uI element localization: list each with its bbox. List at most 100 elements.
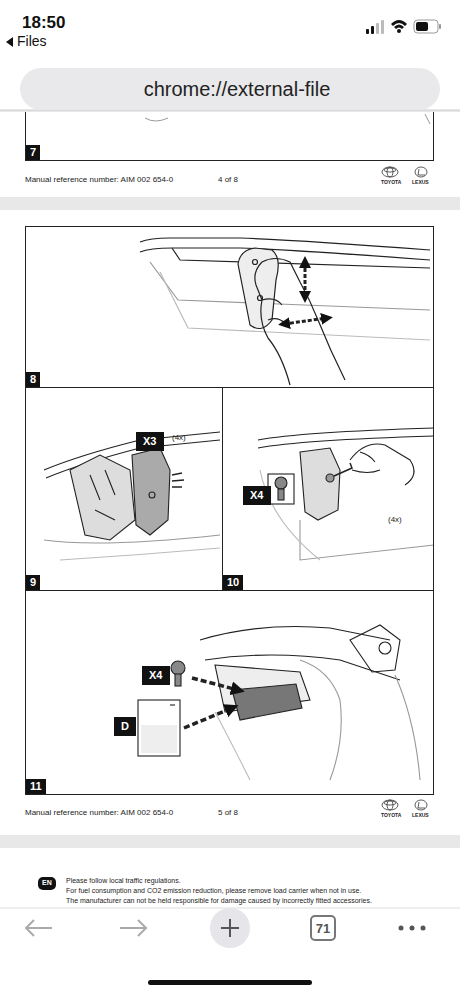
back-link: Files xyxy=(17,34,47,49)
foot-cover-figure-part xyxy=(132,448,170,535)
foot-cover-figure-part xyxy=(60,548,220,560)
step-panel: 7 xyxy=(25,112,434,161)
status-icons-part xyxy=(397,29,401,33)
node-text: X3 xyxy=(139,434,160,449)
node-text: chrome://external-file xyxy=(130,78,331,101)
brand-name: TOYOTA xyxy=(381,813,401,819)
toolbar-icons-part xyxy=(221,919,239,937)
glovebox-figure-part xyxy=(215,712,250,780)
brand-logo-part xyxy=(382,800,398,810)
brand-name: LEXUS xyxy=(412,813,429,819)
toolbar-icons-part xyxy=(148,980,312,985)
foot-cover-figure-part xyxy=(44,535,220,543)
rail-adjust-figure-part xyxy=(160,272,430,340)
glovebox-figure-part xyxy=(141,725,177,753)
lock-key-figure-part xyxy=(326,474,334,482)
step-panel: 10 X4 xyxy=(222,387,434,591)
toolbar-icons-part xyxy=(26,920,52,936)
note: Please follow local traffic regulations. xyxy=(66,877,181,885)
rail-adjust-figure-part xyxy=(150,262,430,310)
rail-adjust-figure-part xyxy=(262,299,286,324)
page-number: 5 of 8 xyxy=(218,809,238,818)
lock-key-figure-part xyxy=(350,444,414,485)
viewer-ground xyxy=(0,110,460,910)
pdf-page xyxy=(0,210,460,835)
panel-seven-art-part xyxy=(145,118,168,121)
part-callout: X4 xyxy=(243,486,271,505)
toolbar xyxy=(0,908,460,997)
step-number: 8 xyxy=(26,372,40,387)
foot-cover-figure-part xyxy=(90,470,115,520)
clock: 18:50 xyxy=(22,14,65,33)
quantity: (4x) xyxy=(388,516,402,525)
page-number: 4 of 8 xyxy=(218,176,238,185)
lock-key-figure-part xyxy=(275,477,287,489)
rail-adjust-figure-part xyxy=(140,248,430,260)
rail-adjust-figure xyxy=(140,238,430,385)
tab-counter: 71 xyxy=(310,915,336,941)
rail-adjust-figure-part xyxy=(238,248,278,329)
toolbar-icons-part xyxy=(399,926,404,931)
lock-key-figure-part xyxy=(268,474,294,504)
glovebox-figure-part xyxy=(171,661,185,675)
url-bar: chrome://external-file xyxy=(20,68,440,110)
lock-key-figure xyxy=(258,428,434,560)
brand-logo-part xyxy=(382,167,398,177)
rail-adjust-figure-part xyxy=(255,259,345,386)
status-icons-part xyxy=(439,24,441,29)
node-text: X4 xyxy=(246,488,267,503)
pdf-page xyxy=(0,112,460,197)
panel-seven-art-part xyxy=(425,114,430,124)
status-icons-part xyxy=(6,37,13,47)
node-text: X4 xyxy=(145,668,166,683)
foot-cover-figure-part xyxy=(172,473,184,487)
brand-logo-part xyxy=(384,801,396,805)
rail-adjust-figure-part xyxy=(284,318,327,324)
brand-logo-part xyxy=(415,800,427,810)
rail-adjust-figure-part xyxy=(253,260,258,265)
brand-logo-part xyxy=(384,168,396,172)
rail-adjust-figure-part xyxy=(172,248,430,268)
lock-key-figure-part xyxy=(300,448,340,520)
reference-number: Manual reference number: AIM 002 654-0 xyxy=(25,176,173,185)
status-icons-part xyxy=(394,25,404,30)
lock-key-figure-part xyxy=(278,489,284,500)
step-number: 7 xyxy=(26,145,40,160)
step-panel: 9X3 xyxy=(25,387,223,591)
node-text: 71 xyxy=(316,921,330,936)
status-icons xyxy=(6,20,441,47)
step-number: 11 xyxy=(26,779,46,794)
node-text: D xyxy=(117,719,133,734)
glovebox-figure-part xyxy=(300,660,341,780)
glovebox-figure xyxy=(138,625,420,780)
brand-logo-part xyxy=(418,169,425,175)
brand-logo-part xyxy=(418,802,425,808)
step-panel: 8 xyxy=(25,226,434,388)
lock-key-figure-part xyxy=(334,463,352,476)
glovebox-figure-part xyxy=(350,625,400,672)
toolbar-icons xyxy=(26,908,426,985)
brand-name: TOYOTA xyxy=(381,180,401,186)
glovebox-figure-part xyxy=(232,684,302,720)
status-icons-part xyxy=(376,23,379,34)
status-icons-part xyxy=(416,22,428,31)
language-badge: EN xyxy=(38,877,56,890)
status-icons-part xyxy=(371,26,374,34)
foot-cover-figure-part xyxy=(70,455,135,540)
brand-name: LEXUS xyxy=(412,180,429,186)
lock-key-figure-part xyxy=(258,436,434,448)
brand-logo-part xyxy=(415,167,427,177)
brand-logo xyxy=(382,167,427,810)
rail-adjust-figure-part xyxy=(304,262,307,297)
reference-number: Manual reference number: AIM 002 654-0 xyxy=(25,809,173,818)
glovebox-figure-part xyxy=(170,704,175,705)
step-number: 10 xyxy=(223,575,243,590)
status-icons-part xyxy=(381,20,384,34)
lock-key-figure-part xyxy=(300,520,434,560)
glovebox-figure-part xyxy=(395,675,420,780)
toolbar-icons-part xyxy=(421,926,426,931)
glovebox-figure-part xyxy=(184,708,232,728)
glovebox-figure-part xyxy=(192,678,238,690)
foot-cover-figure xyxy=(44,432,220,560)
step-panel: 11 X4D xyxy=(25,590,434,795)
